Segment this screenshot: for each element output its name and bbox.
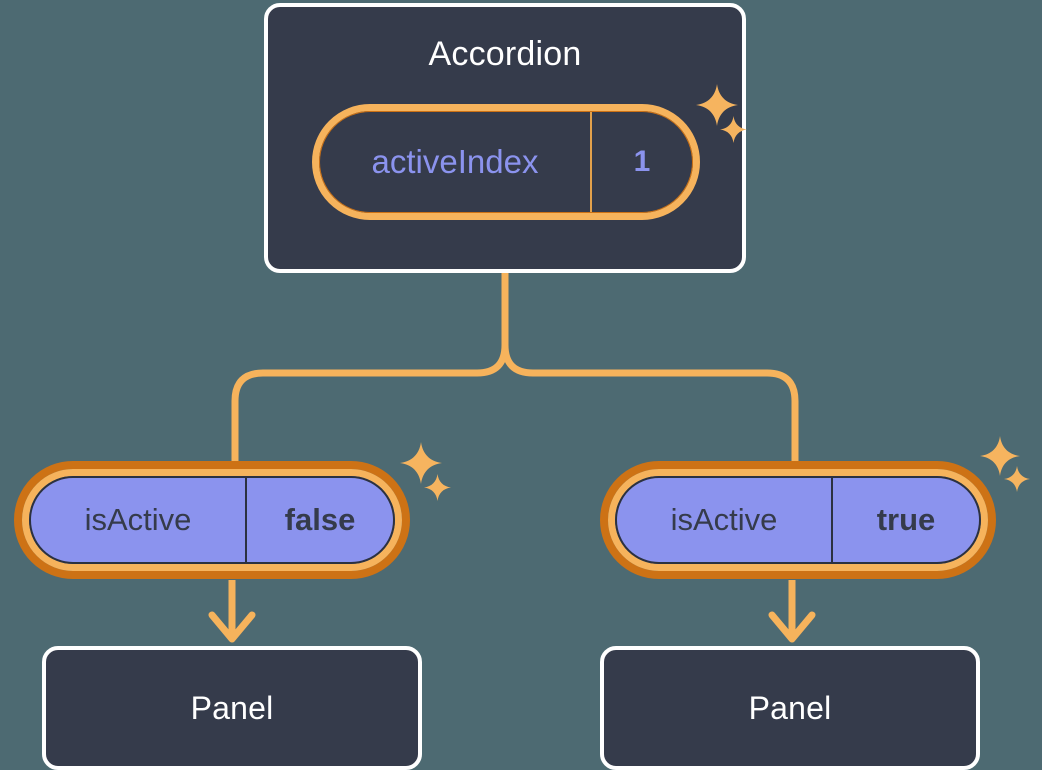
panel-title: Panel <box>190 689 274 726</box>
four-point-star-icon <box>400 442 442 484</box>
arrow-down-icon <box>208 611 256 643</box>
connector-branch-left <box>231 341 509 467</box>
connector-branch-right <box>501 341 799 467</box>
state-value-label: 1 <box>633 145 651 178</box>
arrow-down-icon <box>768 611 816 643</box>
pill-highlight-ring-inner <box>22 469 402 571</box>
four-point-star-small-icon <box>424 474 451 501</box>
state-key-label: activeIndex <box>320 112 592 212</box>
panel-title: Panel <box>748 689 832 726</box>
four-point-star-icon <box>980 436 1020 476</box>
pill-body: activeIndex 1 <box>320 112 692 212</box>
state-key-label: isActive <box>31 478 247 562</box>
state-key-label: isActive <box>617 478 833 562</box>
state-value-label: true <box>876 502 936 537</box>
state-pill-activeindex[interactable]: activeIndex 1 <box>312 104 700 220</box>
pill-body: isActive true <box>615 476 981 564</box>
pill-body: isActive false <box>29 476 395 564</box>
accordion-title: Accordion <box>428 35 582 73</box>
state-value-label: false <box>284 502 356 537</box>
pill-highlight-ring <box>312 104 700 220</box>
four-point-star-small-icon <box>1004 466 1030 492</box>
pill-highlight-ring-inner <box>608 469 988 571</box>
pill-highlight-ring-outer <box>14 461 410 579</box>
state-pill-isactive-left[interactable]: isActive false <box>14 461 410 579</box>
panel-component-box-left[interactable]: Panel <box>42 646 422 770</box>
state-pill-isactive-right[interactable]: isActive true <box>600 461 996 579</box>
panel-component-box-right[interactable]: Panel <box>600 646 980 770</box>
pill-highlight-ring-outer <box>600 461 996 579</box>
